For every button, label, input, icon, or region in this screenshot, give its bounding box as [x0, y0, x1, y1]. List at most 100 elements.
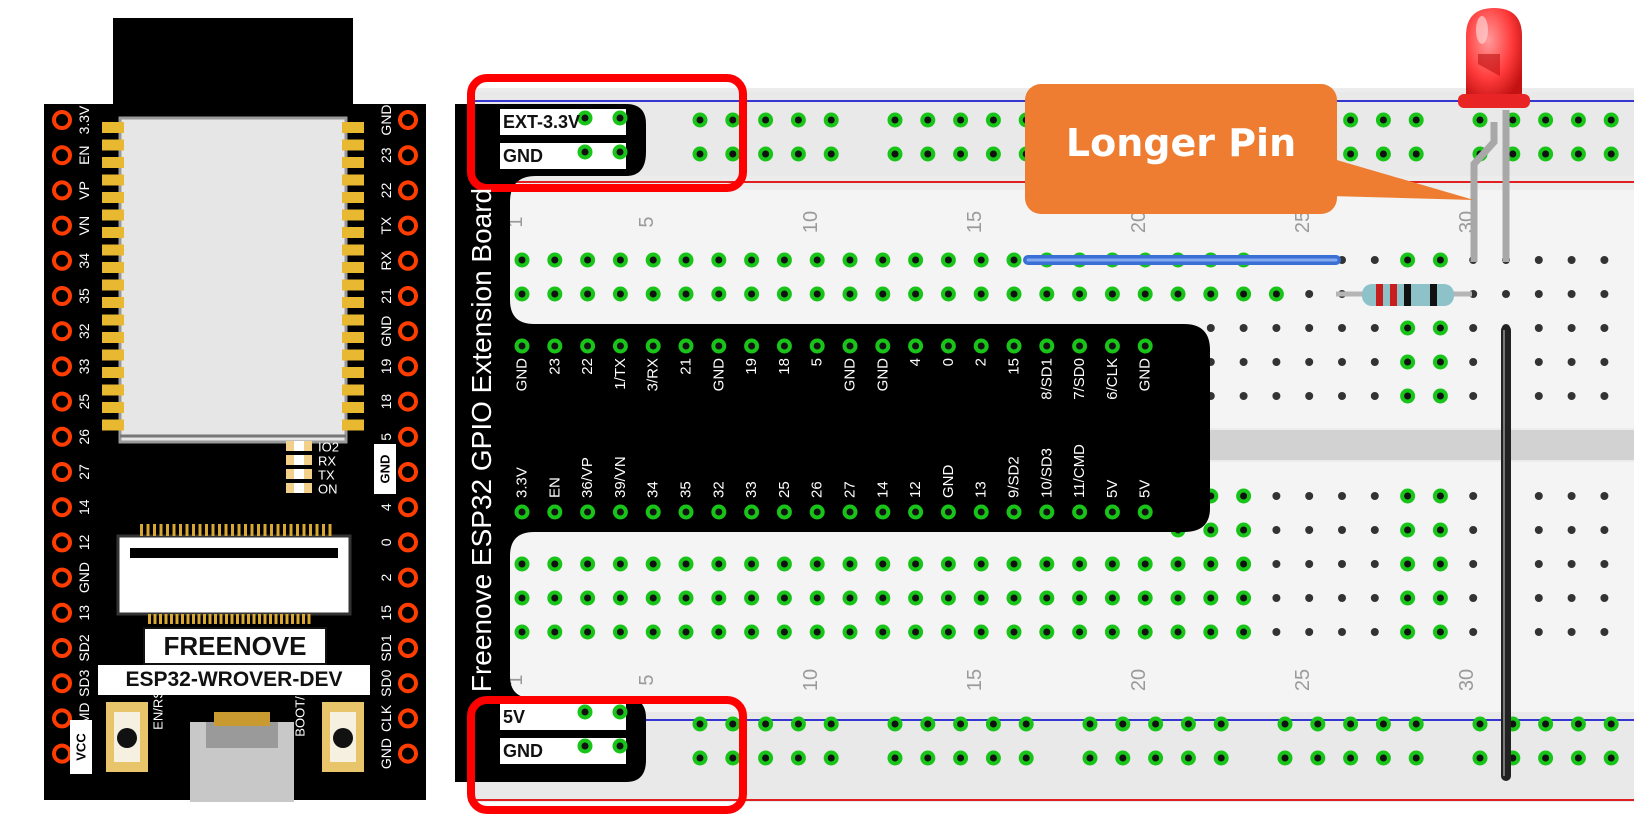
header-pin [52, 673, 72, 694]
breadboard-hole [1534, 358, 1543, 366]
breadboard-hole [1567, 392, 1576, 400]
breadboard-hole [1338, 526, 1346, 534]
header-pin [398, 215, 418, 236]
breadboard-hole [1534, 256, 1543, 264]
header-pin [398, 250, 418, 271]
right-pin-label: 2 [378, 573, 394, 581]
left-pin-label: VN [76, 216, 92, 235]
model-name-label: ESP32-WROVER-DEV [98, 665, 370, 695]
breadboard-hole [1469, 358, 1478, 366]
breadboard-hole [1305, 492, 1314, 500]
breadboard-hole [1370, 358, 1379, 366]
header-pin [52, 215, 72, 236]
extension-bottom-label: 10/SD3 [1038, 448, 1055, 498]
breadboard-hole [1338, 594, 1346, 602]
breadboard-hole [1600, 628, 1609, 636]
extension-top-label: GND [842, 358, 859, 392]
left-pin-label: 3.3V [76, 105, 92, 134]
camera-connector-pins [140, 524, 332, 624]
highlight-box-top-power [467, 74, 747, 192]
breadboard-hole [1567, 492, 1576, 500]
extension-bottom-label: 26 [809, 481, 826, 498]
breadboard-hole [1567, 358, 1576, 366]
left-pin-label: 13 [76, 605, 92, 621]
breadboard-hole [1600, 526, 1609, 534]
longer-pin-callout: Longer Pin [1025, 84, 1337, 214]
ext-gnd-bottom-label: GND [503, 741, 543, 761]
ext-5v-label: 5V [503, 707, 526, 727]
status-led-label: TX [318, 468, 335, 483]
header-pin [398, 602, 418, 623]
ext-gnd-top-label: GND [503, 146, 543, 166]
extension-top-label: 18 [776, 358, 793, 375]
breadboard-hole [1338, 628, 1346, 636]
column-number: 25 [1292, 669, 1314, 691]
extension-bottom-label: 3.3V [514, 467, 531, 498]
breadboard-hole [1272, 492, 1281, 500]
header-pin [52, 180, 72, 201]
column-number: 15 [964, 669, 986, 691]
right-pin-label: 0 [378, 538, 394, 546]
left-pin-label: 34 [76, 253, 92, 269]
column-number: 25 [1292, 211, 1314, 233]
breadboard-hole [1272, 526, 1281, 534]
extension-bottom-label: 36/VP [579, 457, 596, 498]
extension-bottom-label: 27 [842, 481, 859, 498]
left-pin-label: EN [76, 145, 92, 164]
column-number: 15 [964, 211, 986, 233]
en-rst-button[interactable] [106, 702, 148, 772]
extension-top-label: 3/RX [645, 358, 662, 391]
breadboard-hole [1469, 526, 1478, 534]
extension-top-label: 7/SD0 [1071, 358, 1088, 400]
breadboard-hole [1600, 256, 1609, 264]
breadboard-hole [1534, 594, 1543, 602]
breadboard-hole [1272, 628, 1281, 636]
breadboard-hole [1567, 594, 1576, 602]
breadboard-hole [1338, 358, 1346, 366]
breadboard-hole [1600, 492, 1609, 500]
status-led-label: RX [318, 454, 336, 469]
column-number: 5 [636, 216, 658, 227]
column-number: 20 [1128, 669, 1150, 691]
left-pin-label: SD2 [76, 634, 92, 661]
breadboard-hole [1567, 560, 1576, 568]
header-pin [52, 638, 72, 658]
breadboard-hole [1370, 526, 1379, 534]
breadboard-hole [1600, 392, 1609, 400]
header-pin [398, 462, 418, 482]
breadboard-hole [1567, 628, 1576, 636]
extension-top-label: GND [1137, 358, 1154, 392]
boot-io0-button[interactable] [322, 702, 364, 772]
highlight-box-bottom-power [467, 696, 747, 814]
breadboard-hole [1370, 256, 1379, 264]
camera-connector [116, 534, 352, 616]
breadboard-hole [1305, 560, 1314, 568]
right-pin-label: 18 [378, 394, 394, 410]
breadboard-hole [1370, 392, 1379, 400]
breadboard-hole [1338, 560, 1346, 568]
breadboard-hole [1502, 290, 1510, 298]
column-number: 1 [505, 674, 527, 685]
breadboard-hole [1272, 594, 1281, 602]
column-number: 30 [1456, 669, 1478, 691]
status-led-label: ON [318, 482, 338, 497]
header-pin [52, 356, 72, 377]
header-pin [398, 532, 418, 553]
extension-bottom-label: 32 [710, 481, 727, 498]
extension-bottom-label: 5V [1104, 480, 1121, 498]
column-number: 1 [505, 216, 527, 227]
callout-pointer [1330, 158, 1474, 200]
breadboard-hole [1338, 324, 1346, 332]
header-pin [398, 391, 418, 412]
left-pin-label: 14 [76, 499, 92, 515]
breadboard-hole [1305, 324, 1314, 332]
breadboard-hole [1272, 358, 1281, 366]
header-pin [398, 180, 418, 201]
extension-top-label: 2 [973, 358, 990, 366]
breadboard-hole [1600, 594, 1609, 602]
column-number: 10 [800, 211, 822, 233]
header-pin [52, 497, 72, 518]
breadboard-hole [1600, 560, 1609, 568]
